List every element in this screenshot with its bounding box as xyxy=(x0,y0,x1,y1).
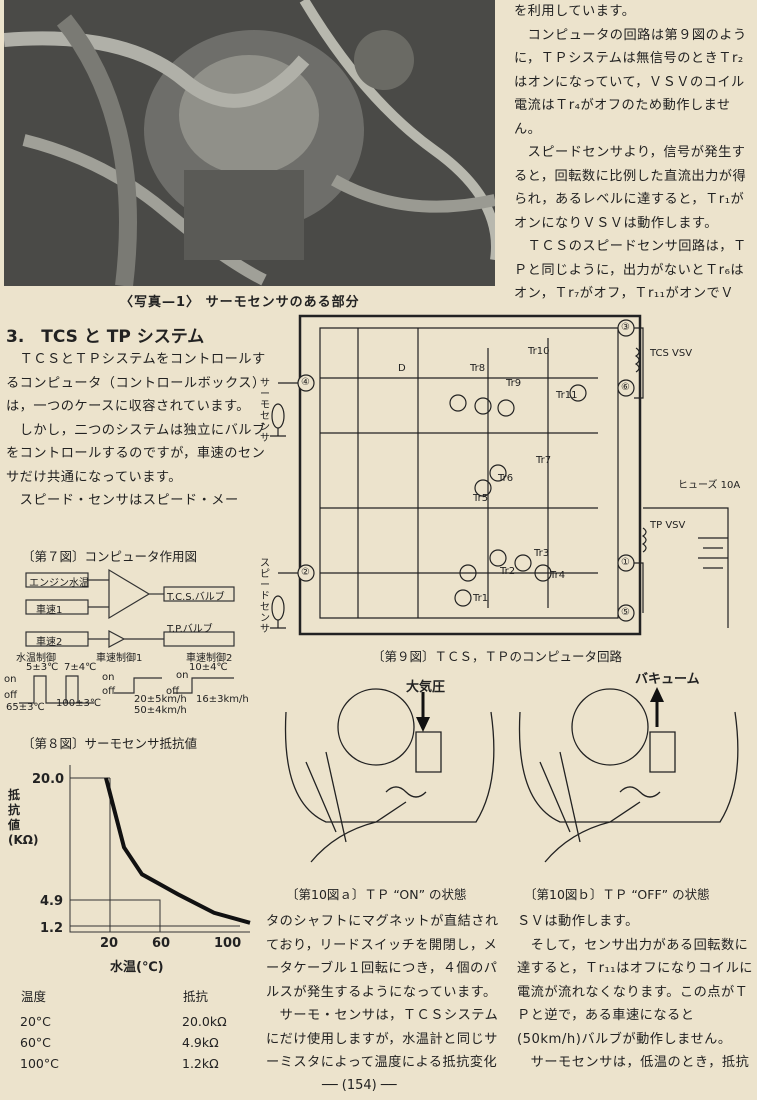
fig7-s4: 16±3km/h xyxy=(196,694,249,705)
tr5-label: Tr5 xyxy=(473,493,489,504)
fig7-on2: on xyxy=(102,672,115,683)
right-bottom-text: ＳＶは動作します。 そして，センサ出力がある回転数に達すると，Ｔr₁₁はオフにな… xyxy=(517,914,753,1070)
fig7-s2: 50±4km/h xyxy=(134,705,187,716)
diode-label: D xyxy=(398,363,406,374)
photo-caption: 〈写真—1〉 サーモセンサのある部分 xyxy=(120,295,360,310)
node-5: ⑤ xyxy=(621,607,630,618)
fig7-speed1-label: 車速制御1 xyxy=(96,653,143,664)
fig10b-diagram: バキューム xyxy=(510,672,755,882)
table-cell: 100°C xyxy=(20,1056,59,1071)
engine-photo xyxy=(4,0,495,286)
fig7-t3: 65±3℃ xyxy=(6,702,45,713)
fig7-water-label: 水温制御 xyxy=(16,653,56,664)
paragraph: を利用しています。 xyxy=(514,4,636,19)
section-title: 3. TCS と TP システム xyxy=(6,327,205,347)
fig7-t2: 7±4℃ xyxy=(64,662,97,673)
table-cell: 4.9kΩ xyxy=(182,1035,219,1050)
fig7-caption: 〔第７図〕コンピュータ作用図 xyxy=(22,549,198,564)
tr11-label: Tr11 xyxy=(556,390,578,401)
node-3: ③ xyxy=(621,322,630,333)
tr7-label: Tr7 xyxy=(536,455,552,466)
paragraph: ＴＣＳのスピードセンサ回路は，ＴＰと同じように，出力がないとＴr₆はオン，Ｔr₇… xyxy=(514,239,747,301)
paragraph: ＴＣＳとＴＰシステムをコントロールするコンピュータ（コントロールボックス）は，一… xyxy=(6,352,266,414)
fig7-in1: エンジン水温 xyxy=(29,578,89,589)
fig9-circuit: TCS VSV TP VSV ヒューズ 10A サーモセンサ スピードセンサ T… xyxy=(258,308,755,638)
table-cell: 20°C xyxy=(20,1014,51,1029)
mid-text: タのシャフトにマグネットが直結されており，リードスイッチを開閉し，メータケーブル… xyxy=(266,914,499,1070)
fig7-on3: on xyxy=(176,670,189,681)
tr10-label: Tr10 xyxy=(528,346,550,357)
paragraph: しかし，二つのシステムは独立にバルブをコントロールするのですが，車速のセンサだけ… xyxy=(6,422,266,485)
fig8-xtick-100: 100 xyxy=(214,936,242,951)
fig7-off2: off xyxy=(102,686,116,697)
tr4-label: Tr4 xyxy=(550,570,566,581)
temp-table: 温度 抵抗 20°C 20.0kΩ 60°C 4.9kΩ 100°C 1.2kΩ xyxy=(20,985,227,1074)
left-text: ＴＣＳとＴＰシステムをコントロールするコンピュータ（コントロールボックス）は，一… xyxy=(6,348,271,513)
fig10a-diagram: 大気圧 xyxy=(266,672,506,882)
node-6: ⑥ xyxy=(621,382,630,393)
fig7-off3: off xyxy=(166,686,180,697)
fig8-ytick-1.2: 1.2 xyxy=(40,921,64,936)
fig8-ytick-4.9: 4.9 xyxy=(40,894,64,909)
atmospheric-label: 大気圧 xyxy=(406,680,446,695)
fig7-t4: 100±3℃ xyxy=(56,698,102,709)
fig7-on: on xyxy=(4,674,17,685)
top-right-text: を利用しています。 コンピュータの回路は第９図のように，ＴＰシステムは無信号のと… xyxy=(514,0,754,306)
tcs-vsv-label: TCS VSV xyxy=(650,348,693,359)
fig8-ytick-20: 20.0 xyxy=(32,772,65,787)
paragraph: スピードセンサより，信号が発生すると，回転数に比例した直流出力が得られ，あるレベ… xyxy=(514,145,747,231)
table-cell: 20.0kΩ xyxy=(182,1014,227,1029)
tp-vsv-label: TP VSV xyxy=(650,520,686,531)
fig8-xlabel: 水温(℃) xyxy=(110,960,164,975)
node-1: ① xyxy=(621,557,630,568)
page-number: ── (154) ── xyxy=(322,1078,397,1093)
table-cell: 60°C xyxy=(20,1035,51,1050)
speed-sensor-label: スピードセンサ xyxy=(260,558,270,635)
fig10b-caption: 〔第10図ｂ〕ＴＰ “OFF” の状態 xyxy=(524,887,710,902)
table-header: 抵抗 xyxy=(183,989,209,1004)
fig8-xtick-20: 20 xyxy=(100,936,119,951)
fig7-out1: T.C.S.バルブ xyxy=(167,592,225,603)
fig8-xtick-60: 60 xyxy=(152,936,171,951)
paragraph: スピード・センサはスピード・メー xyxy=(6,493,239,508)
fig7-off: off xyxy=(4,690,18,701)
fig7-s3: 10±4℃ xyxy=(189,662,228,673)
node-4: ④ xyxy=(301,377,310,388)
vacuum-label: バキューム xyxy=(635,672,700,687)
tr1-label: Tr1 xyxy=(473,593,489,604)
resistance-curve xyxy=(104,777,251,925)
tr6-label: Tr6 xyxy=(498,473,514,484)
fig7-out2: T.P.バルブ xyxy=(167,624,213,635)
fig10a-caption: 〔第10図ａ〕ＴＰ “ON” の状態 xyxy=(286,887,467,902)
fig7-speed2-label: 車速制御2 xyxy=(186,653,233,664)
tr3-label: Tr3 xyxy=(534,548,550,559)
fig8-caption: 〔第８図〕サーモセンサ抵抗値 xyxy=(22,736,198,751)
fig8-chart: 抵抗値(KΩ) 20.0 4.9 1.2 20 60 100 水温(℃) xyxy=(0,760,262,980)
tr8-label: Tr8 xyxy=(470,363,486,374)
node-2: ② xyxy=(301,567,310,578)
table-cell: 1.2kΩ xyxy=(182,1056,219,1071)
tr2-label: Tr2 xyxy=(500,566,516,577)
fig7-s1: 20±5km/h xyxy=(134,694,187,705)
thermo-sensor-label: サーモセンサ xyxy=(260,378,270,444)
fig7-t1: 5±3℃ xyxy=(26,662,59,673)
tr9-label: Tr9 xyxy=(506,378,522,389)
fig7-in3: 車速2 xyxy=(36,637,63,648)
fig9-caption: 〔第９図〕ＴＣＳ，ＴＰのコンピュータ回路 xyxy=(372,649,623,664)
fig8-ylabel: 抵抗値(KΩ) xyxy=(8,788,39,847)
fuse-label: ヒューズ 10A xyxy=(678,480,741,491)
fig7-diagram: エンジン水温 車速1 T.C.S.バルブ 車速2 T.P.バルブ 水温制御 車速… xyxy=(4,568,266,718)
fig7-in2: 車速1 xyxy=(36,605,63,616)
table-header: 温度 xyxy=(21,989,47,1004)
paragraph: コンピュータの回路は第９図のように，ＴＰシステムは無信号のときＴr₂はオンになっ… xyxy=(514,27,747,137)
